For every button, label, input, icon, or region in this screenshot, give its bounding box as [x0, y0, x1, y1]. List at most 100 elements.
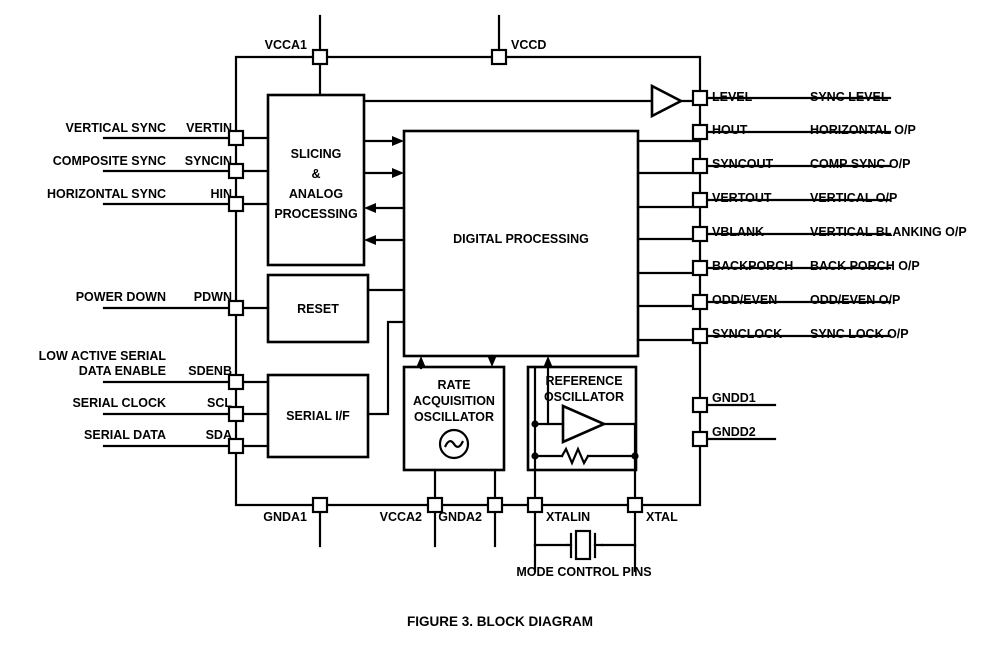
rate-osc-line3: OSCILLATOR	[414, 410, 494, 424]
pin-vertin[interactable]	[227, 129, 245, 147]
signal-label-power-down: POWER DOWN	[76, 290, 166, 304]
signal-label-odd-even-op: ODD/EVEN O/P	[810, 293, 900, 307]
pin-xtal[interactable]	[626, 496, 644, 514]
pin-label-gnda1: GNDA1	[263, 510, 307, 524]
digital-to-slicing-arrows	[364, 203, 406, 245]
pin-vcca2[interactable]	[426, 496, 444, 514]
input-labels: VERTIN VERTICAL SYNC SYNCIN COMPOSITE SY…	[39, 121, 233, 442]
pin-label-scl: SCL	[207, 396, 232, 410]
pin-gndd1[interactable]	[691, 396, 709, 414]
pin-synclock[interactable]	[691, 327, 709, 345]
top-power-stubs	[318, 14, 501, 59]
pin-hin[interactable]	[227, 195, 245, 213]
pin-label-pdwn: PDWN	[194, 290, 232, 304]
pin-gndd2[interactable]	[691, 430, 709, 448]
signal-label-sdenb-line1: LOW ACTIVE SERIAL	[39, 349, 167, 363]
pin-label-vcca1: VCCA1	[265, 38, 307, 52]
input-signal-lines	[102, 136, 238, 448]
rate-osc-line2: ACQUISITION	[413, 394, 495, 408]
pin-label-vertout: VERTOUT	[712, 191, 772, 205]
output-labels: LEVEL SYNC LEVEL HOUT HORIZONTAL O/P SYN…	[712, 90, 967, 439]
pin-syncout[interactable]	[691, 157, 709, 175]
pin-sda[interactable]	[227, 437, 245, 455]
level-buffer-path	[362, 83, 702, 119]
pin-label-gnda2: GNDA2	[438, 510, 482, 524]
slicing-block-line2: &	[311, 167, 320, 181]
pin-sdenb[interactable]	[227, 373, 245, 391]
pin-level[interactable]	[691, 89, 709, 107]
slicing-block-line1: SLICING	[291, 147, 342, 161]
pin-gnda2[interactable]	[486, 496, 504, 514]
pin-odd-even[interactable]	[691, 293, 709, 311]
pin-xtalin[interactable]	[526, 496, 544, 514]
digital-processing-block: DIGITAL PROCESSING	[402, 129, 640, 358]
pin-label-level: LEVEL	[712, 90, 753, 104]
signal-label-vertical-sync: VERTICAL SYNC	[66, 121, 166, 135]
rate-osc-arrow-shafts	[419, 354, 494, 369]
mode-control-pins-label: MODE CONTROL PINS	[516, 565, 651, 579]
pin-label-vcca2: VCCA2	[380, 510, 422, 524]
signal-label-sync-lock-op: SYNC LOCK O/P	[810, 327, 909, 341]
slicing-block-line4: PROCESSING	[274, 207, 357, 221]
digital-processing-label: DIGITAL PROCESSING	[453, 232, 589, 246]
right-pin-squares	[691, 89, 709, 448]
left-pin-squares	[227, 129, 245, 455]
output-signal-lines	[698, 96, 892, 441]
signal-label-sync-level: SYNC LEVEL	[810, 90, 889, 104]
pin-pdwn[interactable]	[227, 299, 245, 317]
slicing-to-digital-arrows	[362, 136, 404, 178]
pin-label-xtalin: XTALIN	[546, 510, 590, 524]
signal-label-composite-sync: COMPOSITE SYNC	[53, 154, 166, 168]
crystal-icon	[566, 529, 604, 561]
rate-osc-line1: RATE	[437, 378, 470, 392]
pin-label-xtal: XTAL	[646, 510, 678, 524]
figure-caption: FIGURE 3. BLOCK DIAGRAM	[407, 614, 593, 629]
digital-output-wires	[636, 139, 702, 342]
signal-label-sdenb-line2: DATA ENABLE	[79, 364, 166, 378]
signal-label-serial-data: SERIAL DATA	[84, 428, 166, 442]
signal-label-horizontal-sync: HORIZONTAL SYNC	[47, 187, 166, 201]
reset-block-label: RESET	[297, 302, 339, 316]
pin-label-gndd2: GNDD2	[712, 425, 756, 439]
crystal-mode-control: MODE CONTROL PINS	[516, 529, 652, 579]
pin-label-syncout: SYNCOUT	[712, 157, 773, 171]
top-power-labels: VCCA1 VCCD	[265, 38, 547, 52]
pin-backporch[interactable]	[691, 259, 709, 277]
signal-label-comp-sync-op: COMP SYNC O/P	[810, 157, 910, 171]
reference-oscillator-block: REFERENCE OSCILLATOR	[526, 356, 639, 507]
signal-label-serial-clock: SERIAL CLOCK	[72, 396, 166, 410]
bottom-power-labels: GNDA1 VCCA2 GNDA2 XTALIN XTAL	[263, 510, 678, 524]
rate-acquisition-oscillator-block: RATE ACQUISITION OSCILLATOR	[402, 354, 506, 507]
slicing-analog-processing-block: SLICING & ANALOG PROCESSING	[266, 55, 366, 267]
pin-label-sda: SDA	[206, 428, 232, 442]
pin-label-vertin: VERTIN	[186, 121, 232, 135]
reset-block: RESET	[234, 273, 406, 344]
pin-vblank[interactable]	[691, 225, 709, 243]
pin-label-vblank: VBLANK	[712, 225, 764, 239]
ref-osc-line1: REFERENCE	[545, 374, 622, 388]
signal-label-vertical-blanking-op: VERTICAL BLANKING O/P	[810, 225, 967, 239]
pin-label-gndd1: GNDD1	[712, 391, 756, 405]
pin-label-hin: HIN	[210, 187, 232, 201]
pin-label-synclock: SYNCLOCK	[712, 327, 782, 341]
pin-label-vccd: VCCD	[511, 38, 546, 52]
pin-gnda1[interactable]	[311, 496, 329, 514]
pin-scl[interactable]	[227, 405, 245, 423]
pin-syncin[interactable]	[227, 162, 245, 180]
slicing-block-line3: ANALOG	[289, 187, 343, 201]
pin-vertout[interactable]	[691, 191, 709, 209]
pin-label-odd-even: ODD/EVEN	[712, 293, 777, 307]
top-bottom-pin-squares	[311, 48, 644, 514]
pin-label-sdenb: SDENB	[188, 364, 232, 378]
pin-vccd[interactable]	[490, 48, 508, 66]
pin-vcca1[interactable]	[311, 48, 329, 66]
pin-label-backporch: BACKPORCH	[712, 259, 793, 273]
chip-boundary	[234, 55, 702, 507]
signal-label-back-porch-op: BACK PORCH O/P	[810, 259, 920, 273]
ref-osc-line2: OSCILLATOR	[544, 390, 624, 404]
pin-label-hout: HOUT	[712, 123, 748, 137]
signal-label-vertical-op: VERTICAL O/P	[810, 191, 897, 205]
pin-hout[interactable]	[691, 123, 709, 141]
